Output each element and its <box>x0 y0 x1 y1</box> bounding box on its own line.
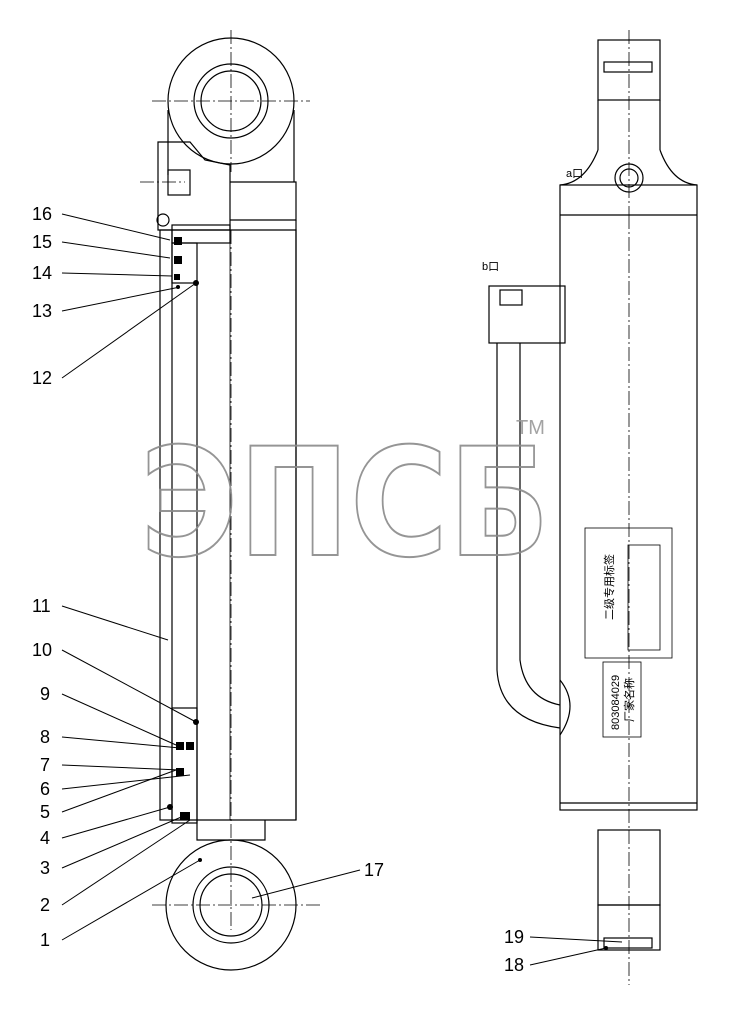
callout-6: 6 <box>40 779 50 799</box>
callout-17: 17 <box>364 860 384 880</box>
callout-13: 13 <box>32 301 52 321</box>
watermark-tm: TM <box>516 417 545 439</box>
barrel-exterior <box>559 184 698 830</box>
callout-5: 5 <box>40 802 50 822</box>
nameplate: 803084029 厂家名称 二级专用标签 <box>584 527 673 738</box>
callout-19: 19 <box>504 927 524 947</box>
callout-14: 14 <box>32 263 52 283</box>
callout-10: 10 <box>32 640 52 660</box>
callout-7: 7 <box>40 755 50 775</box>
piston-upper <box>171 224 231 289</box>
callout-8: 8 <box>40 727 50 747</box>
port-b-label: b口 <box>482 261 499 273</box>
pipe-line <box>488 285 571 736</box>
watermark-brand: ЭПСБ <box>140 417 550 591</box>
leader-lines <box>61 213 623 966</box>
top-clevis-eye <box>152 30 310 182</box>
callout-16: 16 <box>32 204 52 224</box>
callout-2: 2 <box>40 895 50 915</box>
head-block <box>140 141 297 231</box>
callout-labels: 16 15 14 13 12 11 10 9 8 7 6 5 4 3 2 1 1… <box>32 204 524 975</box>
callout-9: 9 <box>40 684 50 704</box>
port-a-label: a口 <box>566 168 583 180</box>
gland-lower <box>167 707 199 824</box>
callout-4: 4 <box>40 828 50 848</box>
right-exterior-view: 803084029 厂家名称 二级专用标签 a口 b口 <box>482 30 698 985</box>
callout-1: 1 <box>40 930 50 950</box>
top-clevis-side <box>559 30 698 215</box>
cylinder-barrel <box>159 220 297 821</box>
watermark: ЭПСБ TM <box>139 416 551 592</box>
callout-11: 11 <box>32 596 51 616</box>
nameplate-label: 二级专用标签 <box>602 554 616 620</box>
callout-18: 18 <box>504 955 524 975</box>
bottom-rod-eye <box>152 839 320 971</box>
nameplate-code: 803084029 <box>610 675 622 730</box>
callout-15: 15 <box>32 232 52 252</box>
callout-3: 3 <box>40 858 50 878</box>
callout-12: 12 <box>32 368 52 388</box>
nameplate-maker: 厂家名称 <box>622 678 636 722</box>
rod-exterior-bottom <box>597 829 661 985</box>
